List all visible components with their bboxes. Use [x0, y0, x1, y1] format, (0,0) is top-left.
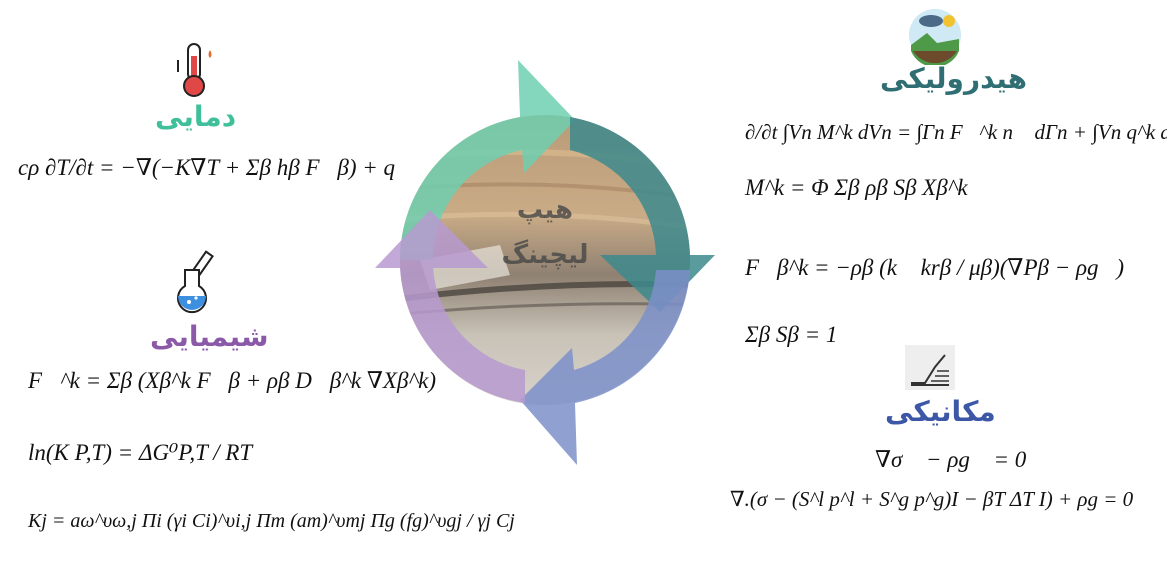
- label-C: C: [415, 358, 429, 380]
- water-cycle-icon: [909, 9, 961, 65]
- thermometer-icon: [177, 43, 212, 97]
- mechanical-title: مکانیکی: [885, 395, 996, 428]
- chemical-title: شیمیایی: [150, 320, 269, 353]
- slope-icon: [905, 345, 955, 390]
- cycle-diagram: T H M C: [375, 60, 715, 465]
- mechanical-equation-2: ∇.(σ − (S^l p^l + S^g p^g)I − βT ΔT I) +…: [730, 487, 1134, 511]
- center-title-line1: هیپ: [516, 195, 574, 225]
- arrow-chemical: [375, 210, 525, 403]
- chemical-equation-1: F⃗^k = Σβ (Xβ^k F⃗β + ρβ D⃗β^k ∇Xβ^k): [28, 368, 436, 393]
- label-H: H: [668, 148, 682, 170]
- thermal-title: دمایی: [155, 100, 237, 133]
- hydraulic-equation-2: M^k = Φ Σβ ρβ Sβ Xβ^k: [745, 175, 968, 200]
- chemical-equation-3: Kj = aω^υω,j Πi (γi Ci)^υi,j Πm (am)^υmj…: [28, 510, 515, 532]
- arrow-thermal: [399, 60, 575, 260]
- label-T: T: [422, 133, 434, 155]
- arrow-mechanical: [520, 270, 690, 465]
- mechanical-equation-1: ∇σ⃗ − ρg⃗ = 0: [875, 447, 1027, 472]
- arrow-hydraulic: [570, 117, 715, 312]
- hydraulic-equation-1: ∂/∂t ∫Vn M^k dVn = ∫Γn F⃗^k n⃗ dΓn + ∫Vn…: [745, 120, 1167, 144]
- label-M: M: [658, 363, 675, 385]
- hydraulic-equation-4: Σβ Sβ = 1: [745, 322, 838, 347]
- hydraulic-title: هیدرولیکی: [880, 62, 1028, 95]
- center-title-line2: لیچینگ: [501, 240, 589, 270]
- flask-icon: [177, 250, 214, 314]
- chemical-equation-2: ln(K P,T) = ΔG⁰P,T / RT: [28, 440, 253, 465]
- thermal-equation-1: cρ ∂T/∂t = −∇(−K∇T + Σβ hβ F⃗β) + q: [18, 155, 396, 180]
- hydraulic-equation-3: F⃗β^k = −ρβ (k⃗ krβ / μβ)(∇Pβ − ρg⃗): [745, 255, 1125, 280]
